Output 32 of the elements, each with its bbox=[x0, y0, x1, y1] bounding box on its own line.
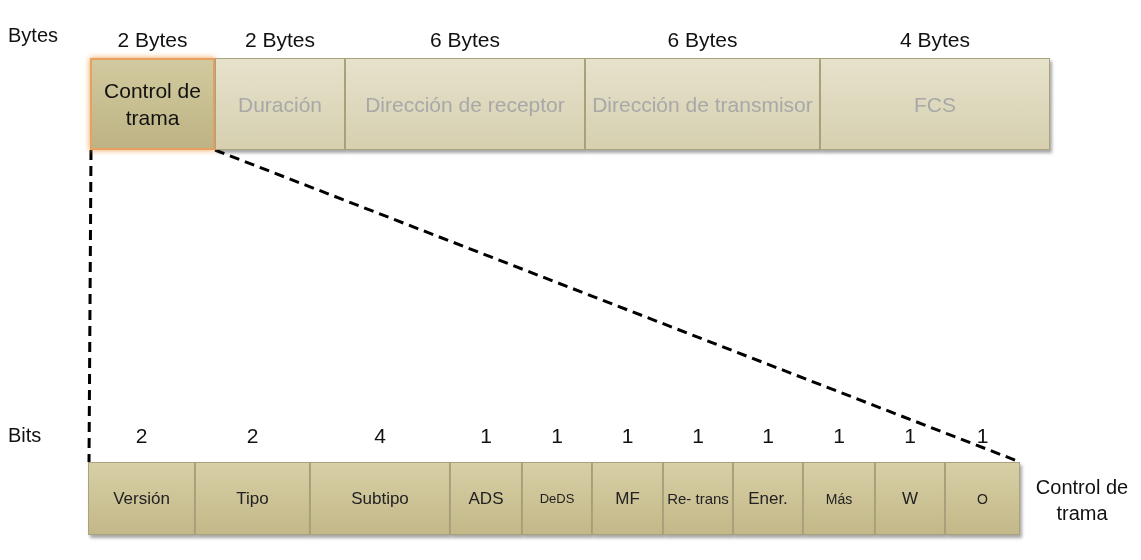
size-label: 2 Bytes bbox=[243, 28, 316, 52]
field-box: Ener. bbox=[733, 462, 803, 535]
bit-count: 1 bbox=[691, 424, 705, 448]
bit-count: 1 bbox=[479, 424, 493, 448]
field-box: Re- trans bbox=[663, 462, 733, 535]
bit-count: 1 bbox=[832, 424, 846, 448]
bit-count: 2 bbox=[245, 424, 260, 448]
field-box: DeDS bbox=[522, 462, 592, 535]
size-label: 6 Bytes bbox=[428, 28, 501, 52]
field-box: Control de trama bbox=[90, 58, 215, 150]
field-box: Versión bbox=[88, 462, 195, 535]
bit-count: 2 bbox=[134, 424, 149, 448]
field-box: O bbox=[945, 462, 1020, 535]
field-box: MF bbox=[592, 462, 663, 535]
axis-label: Bits bbox=[8, 424, 42, 447]
axis-label: Bytes bbox=[8, 24, 59, 47]
field-box: Más bbox=[803, 462, 875, 535]
field-box: ADS bbox=[450, 462, 522, 535]
bit-count: 4 bbox=[373, 424, 387, 448]
bit-count: 1 bbox=[620, 424, 635, 448]
group-title: Control de trama bbox=[1034, 475, 1130, 526]
bit-count: 1 bbox=[975, 424, 990, 448]
size-label: 4 Bytes bbox=[898, 28, 971, 52]
bit-count: 1 bbox=[761, 424, 775, 448]
field-box: W bbox=[875, 462, 945, 535]
size-label: 2 Bytes bbox=[116, 28, 189, 52]
zoom-line bbox=[87, 150, 93, 462]
field-box: Tipo bbox=[195, 462, 310, 535]
size-label: 6 Bytes bbox=[666, 28, 739, 52]
field-box: Subtipo bbox=[310, 462, 450, 535]
bit-count: 1 bbox=[550, 424, 564, 448]
bit-count: 1 bbox=[903, 424, 917, 448]
